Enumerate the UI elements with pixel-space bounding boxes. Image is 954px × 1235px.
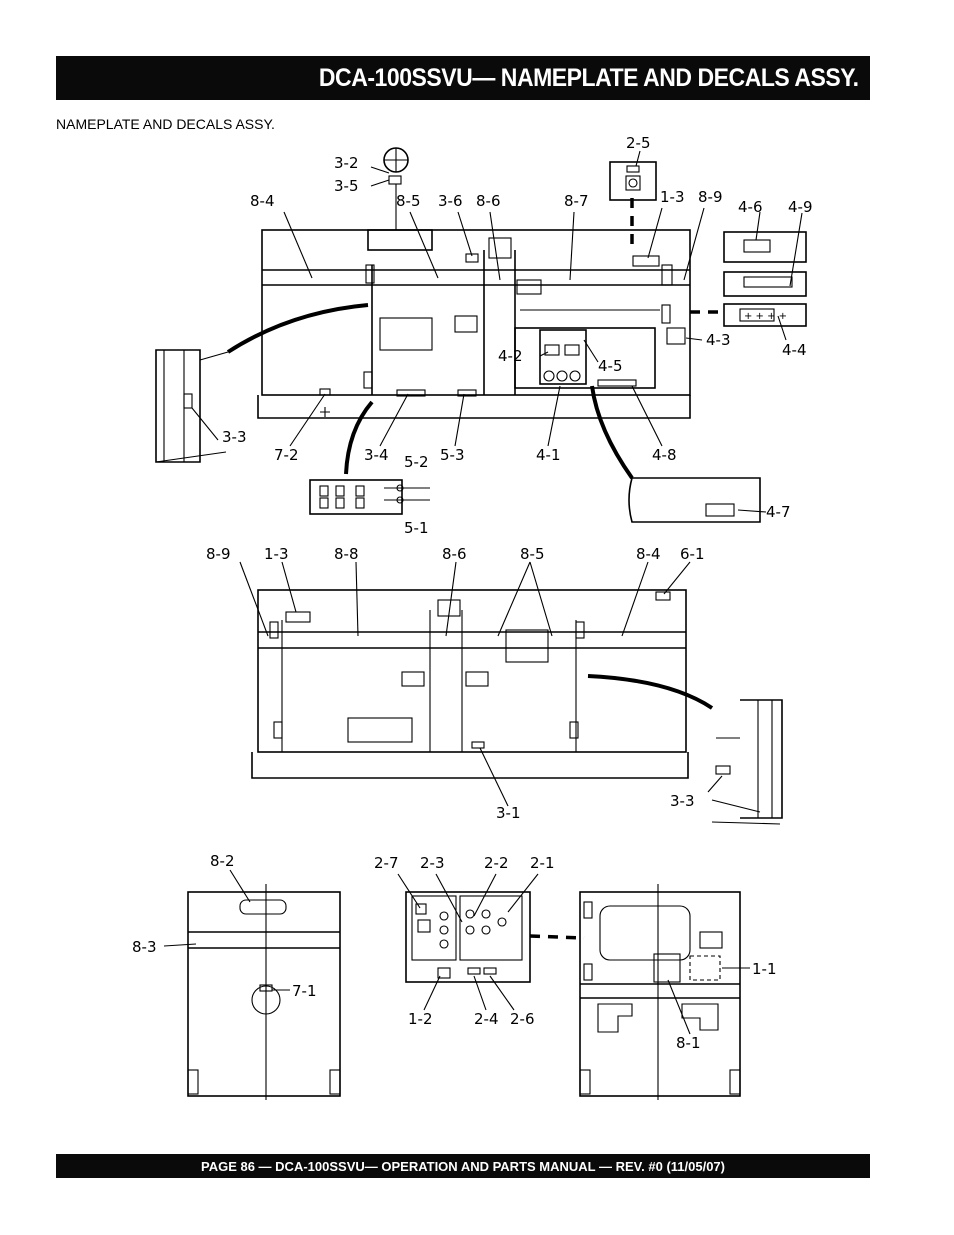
callout-1-3: 1-3 bbox=[660, 188, 685, 206]
callout-3-6: 3-6 bbox=[438, 192, 463, 210]
callout-8-9-mid: 8-9 bbox=[206, 545, 231, 563]
callout-8-4: 8-4 bbox=[250, 192, 275, 210]
footer-bar: PAGE 86 — DCA-100SSVU— OPERATION AND PAR… bbox=[56, 1154, 870, 1178]
callout-2-3: 2-3 bbox=[420, 854, 445, 872]
callout-labels: 3-2 3-5 2-5 8-4 8-5 3-6 8-6 8-7 1-3 8-9 … bbox=[132, 134, 813, 1052]
footer-text: PAGE 86 — DCA-100SSVU— OPERATION AND PAR… bbox=[201, 1158, 725, 1174]
callout-5-3: 5-3 bbox=[440, 446, 465, 464]
callout-3-4: 3-4 bbox=[364, 446, 389, 464]
callout-8-8: 8-8 bbox=[334, 545, 359, 563]
callout-6-1: 6-1 bbox=[680, 545, 705, 563]
bottom-left-view bbox=[163, 869, 341, 1100]
callout-4-9: 4-9 bbox=[788, 198, 813, 216]
callout-4-2: 4-2 bbox=[498, 347, 523, 365]
callout-2-1: 2-1 bbox=[530, 854, 555, 872]
callout-1-3-mid: 1-3 bbox=[264, 545, 289, 563]
callout-8-3: 8-3 bbox=[132, 938, 157, 956]
section-subtitle: NAMEPLATE AND DECALS ASSY. bbox=[56, 116, 275, 132]
callout-1-2: 1-2 bbox=[408, 1010, 433, 1028]
exhaust-cap bbox=[367, 229, 433, 251]
top-view bbox=[226, 147, 722, 480]
callout-4-8: 4-8 bbox=[652, 446, 677, 464]
callout-5-1: 5-1 bbox=[404, 519, 429, 537]
control-panel bbox=[514, 327, 656, 389]
callout-7-1: 7-1 bbox=[292, 982, 317, 1000]
control-module bbox=[539, 329, 587, 385]
terminal-plate bbox=[309, 479, 430, 515]
detail-2-5 bbox=[609, 150, 657, 201]
callout-8-6-mid: 8-6 bbox=[442, 545, 467, 563]
callout-4-7: 4-7 bbox=[766, 503, 791, 521]
page-title: DCA-100SSVU— NAMEPLATE AND DECALS ASSY. bbox=[319, 63, 859, 92]
middle-view bbox=[239, 561, 783, 825]
title-bar: DCA-100SSVU— NAMEPLATE AND DECALS ASSY. bbox=[56, 56, 870, 100]
callout-8-5-mid: 8-5 bbox=[520, 545, 545, 563]
callout-2-7: 2-7 bbox=[374, 854, 399, 872]
callout-5-2: 5-2 bbox=[404, 453, 429, 471]
callout-8-9: 8-9 bbox=[698, 188, 723, 206]
callout-2-5: 2-5 bbox=[626, 134, 651, 152]
callout-4-1: 4-1 bbox=[536, 446, 561, 464]
detail-4-series: + + + + bbox=[723, 211, 807, 341]
callout-3-3-top: 3-3 bbox=[222, 428, 247, 446]
callout-2-2: 2-2 bbox=[484, 854, 509, 872]
callout-4-5: 4-5 bbox=[598, 357, 623, 375]
svg-text:+ + + +: + + + + bbox=[744, 311, 787, 322]
callout-8-4-mid: 8-4 bbox=[636, 545, 661, 563]
callout-8-1: 8-1 bbox=[676, 1034, 701, 1052]
callout-3-5: 3-5 bbox=[334, 177, 359, 195]
callout-1-1: 1-1 bbox=[752, 960, 777, 978]
bottom-center-view bbox=[397, 873, 585, 1011]
callout-3-2: 3-2 bbox=[334, 154, 359, 172]
generator-base-top bbox=[257, 395, 691, 419]
callout-8-5: 8-5 bbox=[396, 192, 421, 210]
callout-4-6: 4-6 bbox=[738, 198, 763, 216]
callout-3-1: 3-1 bbox=[496, 804, 521, 822]
callout-8-2: 8-2 bbox=[210, 852, 235, 870]
radiator-end-top bbox=[155, 349, 229, 463]
callout-7-2: 7-2 bbox=[274, 446, 299, 464]
callout-4-3: 4-3 bbox=[706, 331, 731, 349]
callout-8-7: 8-7 bbox=[564, 192, 589, 210]
detail-4-7 bbox=[628, 477, 767, 523]
callout-8-6: 8-6 bbox=[476, 192, 501, 210]
callout-2-4: 2-4 bbox=[474, 1010, 499, 1028]
callout-2-6: 2-6 bbox=[510, 1010, 535, 1028]
bottom-right-view bbox=[579, 884, 750, 1100]
callout-4-4: 4-4 bbox=[782, 341, 807, 359]
callout-3-3-mid: 3-3 bbox=[670, 792, 695, 810]
